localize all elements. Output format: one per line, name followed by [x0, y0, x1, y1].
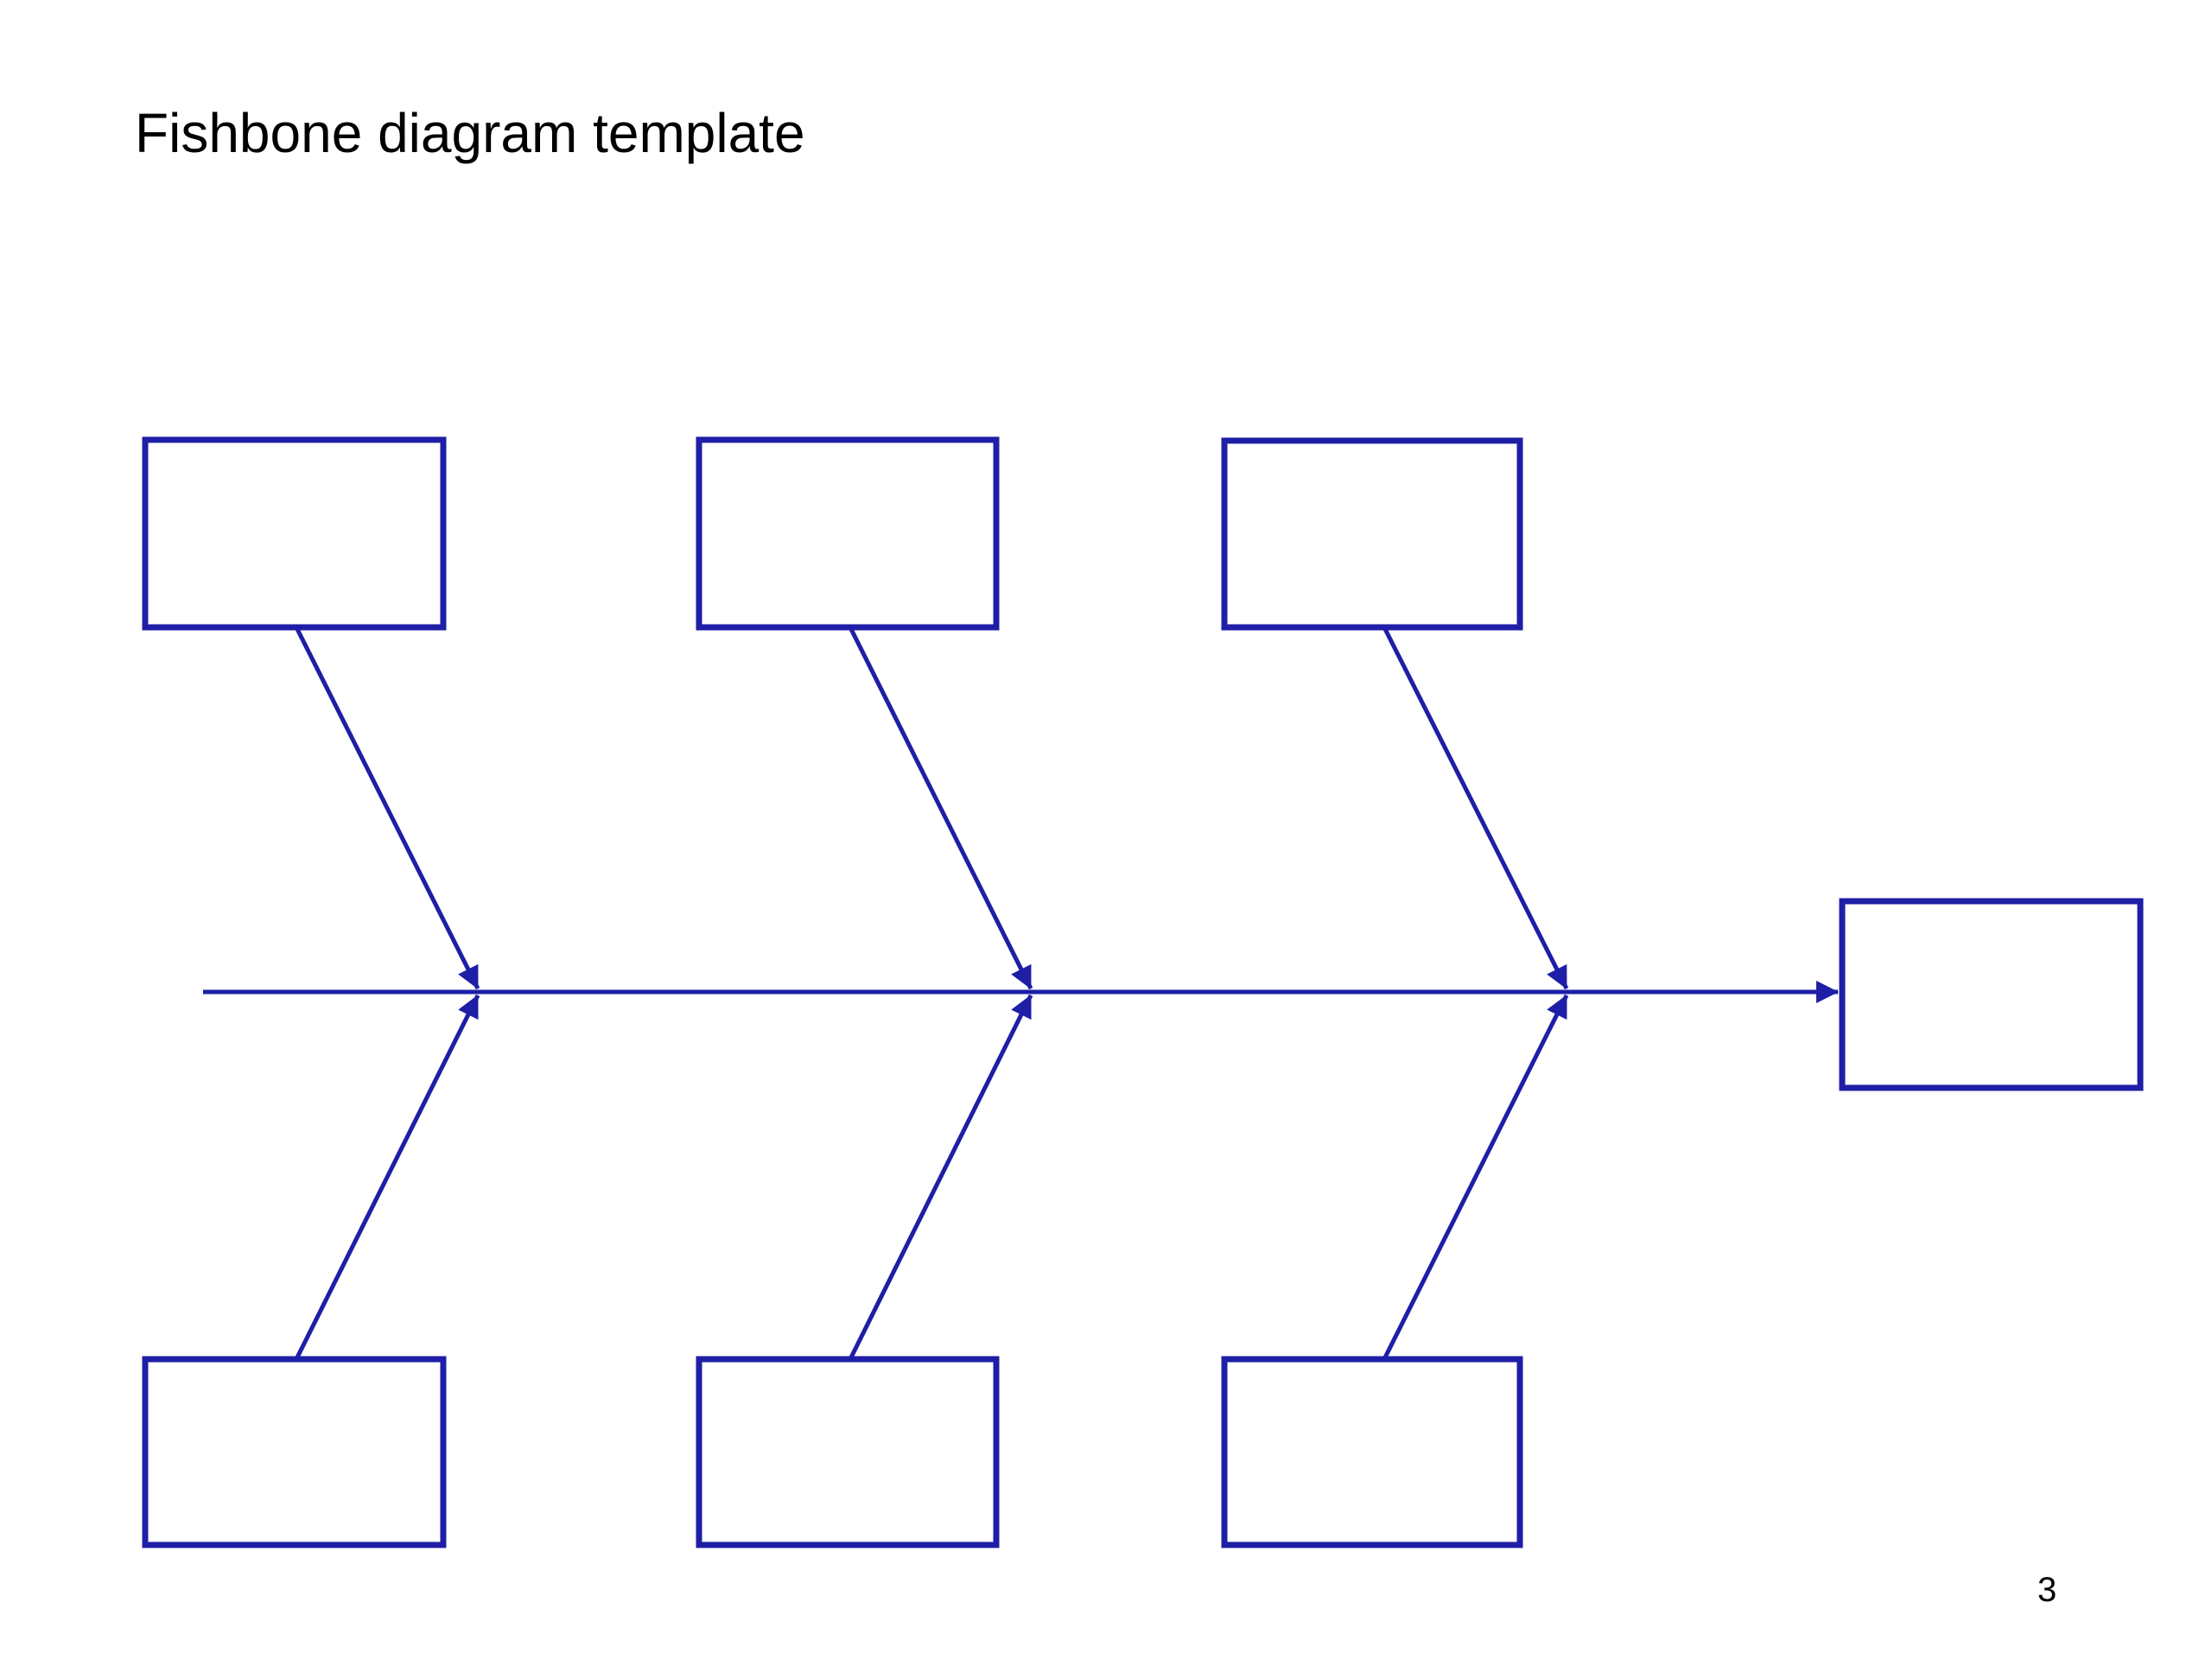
branch-arrow-bottom-1 [294, 994, 480, 1361]
branch-arrow-bottom-3 [1382, 994, 1569, 1361]
cause-box-top-1[interactable] [142, 436, 447, 631]
cause-box-top-3[interactable] [1221, 437, 1523, 631]
branch-arrow-bottom-2 [848, 994, 1033, 1361]
cause-box-top-2[interactable] [696, 436, 1000, 631]
branch-arrow-top-1 [294, 626, 480, 990]
branch-arrow-top-2 [848, 626, 1033, 990]
cause-box-bottom-3[interactable] [1221, 1356, 1523, 1548]
branch-arrow-top-3 [1382, 626, 1569, 990]
cause-box-bottom-1[interactable] [142, 1356, 447, 1548]
effect-box[interactable] [1839, 898, 2144, 1091]
page-title: Fishbone diagram template [135, 102, 805, 164]
cause-box-bottom-2[interactable] [696, 1356, 1000, 1548]
page-number: 3 [2037, 1571, 2057, 1609]
